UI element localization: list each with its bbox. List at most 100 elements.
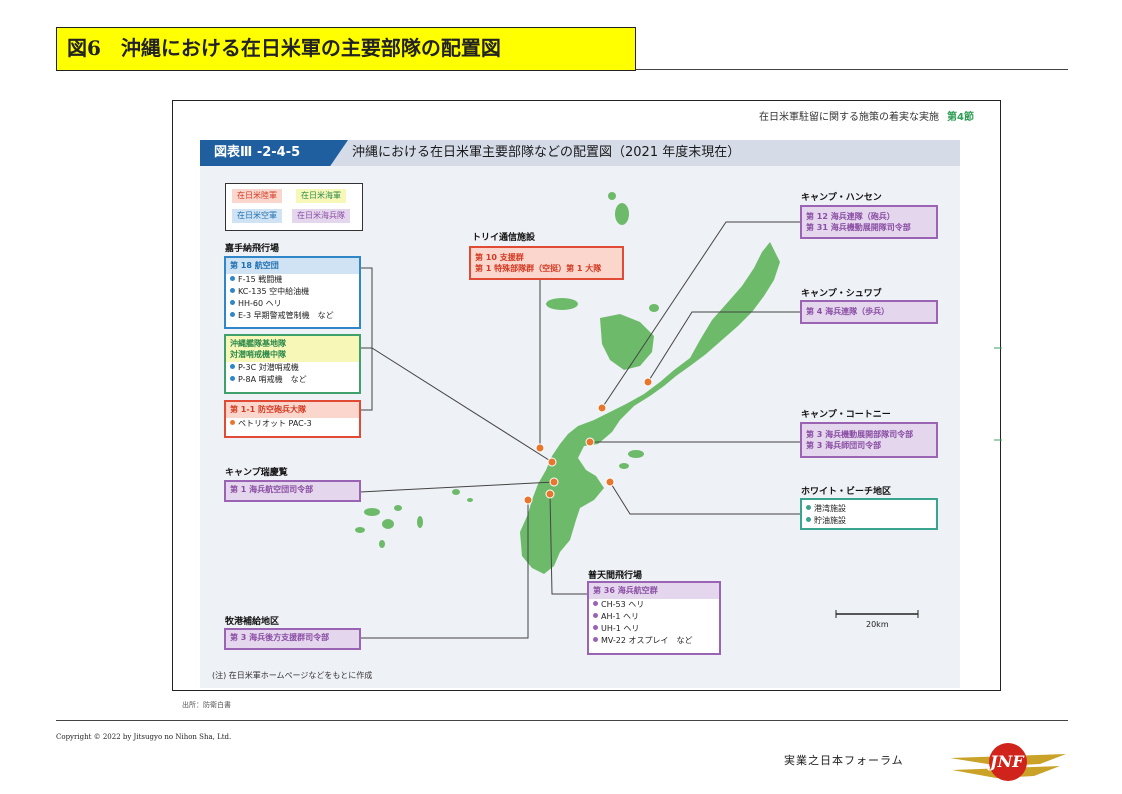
kadena-army-box: 第 1-1 防空砲兵大隊 ペトリオット PAC-3 bbox=[224, 400, 361, 438]
legend-navy: 在日米海軍 bbox=[296, 189, 346, 203]
futenma-item: CH-53 ヘリ bbox=[589, 599, 719, 611]
kadena-navy-unit-1: 沖縄艦隊基地隊 bbox=[230, 339, 286, 348]
leader-kadena-bracket bbox=[360, 267, 373, 411]
hansen-units: 第 12 海兵連隊（砲兵） 第 31 海兵機動展開隊司令部 bbox=[802, 207, 936, 237]
kerama-5 bbox=[379, 540, 385, 548]
hansen-unit-1: 第 12 海兵連隊（砲兵） bbox=[806, 212, 895, 221]
ie-island bbox=[546, 298, 578, 310]
island-east-2 bbox=[619, 463, 629, 469]
zukeran-label: キャンプ瑞慶覧 bbox=[225, 468, 288, 478]
zukeran-unit: 第 1 海兵航空団司令部 bbox=[226, 482, 359, 500]
leader-lines bbox=[359, 221, 800, 639]
futenma-item: MV-22 オスプレイ など bbox=[589, 635, 719, 647]
kadena-air-item: HH-60 ヘリ bbox=[226, 298, 359, 310]
island-north-1 bbox=[615, 203, 629, 225]
kadena-navy-box: 沖縄艦隊基地隊 対潜哨戒機中隊 P-3C 対潜哨戒機 P-8A 哨戒機 など bbox=[224, 334, 361, 394]
base-markers bbox=[523, 377, 653, 505]
white-beach-item: 港湾施設 bbox=[802, 503, 936, 515]
kerama-8 bbox=[467, 498, 473, 502]
scale-label: 20km bbox=[866, 620, 889, 629]
kerama-3 bbox=[355, 527, 365, 533]
copyright: Copyright © 2022 by Jitsugyo no Nihon Sh… bbox=[56, 733, 232, 741]
kadena-navy-unit: 沖縄艦隊基地隊 対潜哨戒機中隊 bbox=[226, 336, 359, 362]
kadena-air-item: F-15 戦闘機 bbox=[226, 274, 359, 286]
kerama-2 bbox=[382, 519, 394, 529]
kerama-1 bbox=[364, 508, 380, 516]
scale-bar bbox=[835, 610, 919, 618]
futenma-item: UH-1 ヘリ bbox=[589, 623, 719, 635]
white-beach-box: 港湾施設 貯油施設 bbox=[800, 498, 938, 530]
kadena-navy-unit-2: 対潜哨戒機中隊 bbox=[230, 350, 286, 359]
motobu-peninsula bbox=[600, 314, 654, 370]
hansen-label: キャンプ・ハンセン bbox=[801, 193, 882, 203]
kadena-air-box: 第 18 航空団 F-15 戦闘機 KC-135 空中給油機 HH-60 ヘリ … bbox=[224, 256, 361, 329]
hansen-box: 第 12 海兵連隊（砲兵） 第 31 海兵機動展開隊司令部 bbox=[800, 205, 938, 239]
legend: 在日米陸軍 在日米海軍 在日米空軍 在日米海兵隊 bbox=[225, 183, 363, 231]
white-beach-label: ホワイト・ビーチ地区 bbox=[801, 487, 892, 497]
kerama-4 bbox=[394, 505, 402, 511]
leader-kadena bbox=[360, 347, 553, 463]
white-beach-item: 貯油施設 bbox=[802, 515, 936, 527]
jnf-logo bbox=[950, 743, 1066, 781]
torii-box: 第 10 支援群 第 1 特殊部隊群（空挺）第 1 大隊 bbox=[469, 246, 624, 280]
kadena-air-unit: 第 18 航空団 bbox=[226, 258, 359, 274]
okinawa-main-island bbox=[520, 242, 780, 574]
leader-schwab bbox=[647, 311, 800, 383]
island-east-1 bbox=[628, 450, 644, 458]
futenma-box: 第 36 海兵航空群 CH-53 ヘリ AH-1 ヘリ UH-1 ヘリ MV-2… bbox=[587, 581, 721, 655]
publisher-name: 実業之日本フォーラム bbox=[784, 754, 904, 767]
leader-futenma bbox=[549, 493, 588, 595]
legend-air: 在日米空軍 bbox=[232, 209, 282, 223]
kadena-navy-item: P-3C 対潜哨戒機 bbox=[226, 362, 359, 374]
section-label: 第4節 bbox=[947, 112, 974, 123]
courtney-label: キャンプ・コートニー bbox=[801, 410, 891, 420]
figure-title: 沖縄における在日米軍主要部隊などの配置図（2021 年度末現在） bbox=[352, 145, 741, 160]
kadena-army-item: ペトリオット PAC-3 bbox=[226, 418, 359, 430]
torii-unit-2: 第 1 特殊部隊群（空挺）第 1 大隊 bbox=[475, 264, 602, 273]
figure-number: 図表Ⅲ -2-4-5 bbox=[200, 140, 348, 166]
kadena-air-item: E-3 早期警戒管制機 など bbox=[226, 310, 359, 322]
title-rule bbox=[636, 69, 1068, 70]
marker-futenma bbox=[545, 489, 555, 499]
island-north-2 bbox=[608, 192, 616, 200]
zukeran-box: 第 1 海兵航空団司令部 bbox=[224, 480, 361, 502]
torii-units: 第 10 支援群 第 1 特殊部隊群（空挺）第 1 大隊 bbox=[471, 248, 622, 278]
leader-hansen bbox=[601, 221, 800, 409]
courtney-unit-2: 第 3 海兵師団司令部 bbox=[806, 441, 882, 450]
document-header: 在日米軍駐留に関する施策の着実な実施第4節 bbox=[759, 108, 974, 123]
schwab-box: 第 4 海兵連隊（歩兵） bbox=[800, 300, 938, 324]
kadena-label: 嘉手納飛行場 bbox=[225, 244, 280, 254]
slide-title: 図6 沖縄における在日米軍の主要部隊の配置図 bbox=[56, 27, 636, 71]
jnf-logo-text: JNF bbox=[990, 752, 1024, 771]
marker-torii bbox=[535, 443, 545, 453]
torii-unit-1: 第 10 支援群 bbox=[475, 253, 524, 262]
marker-zukeran bbox=[549, 477, 559, 487]
leader-makiminato bbox=[360, 500, 529, 639]
futenma-label: 普天間飛行場 bbox=[588, 571, 643, 581]
makiminato-unit: 第 3 海兵後方支援群司令部 bbox=[226, 630, 359, 648]
kerama-7 bbox=[452, 489, 460, 495]
marker-white-beach bbox=[605, 477, 615, 487]
schwab-unit: 第 4 海兵連隊（歩兵） bbox=[802, 302, 936, 322]
makiminato-box: 第 3 海兵後方支援群司令部 bbox=[224, 628, 361, 650]
islands bbox=[355, 192, 780, 574]
leader-zukeran bbox=[359, 481, 555, 493]
kadena-army-unit: 第 1-1 防空砲兵大隊 bbox=[226, 402, 359, 418]
torii-label: トリイ通信施設 bbox=[472, 233, 536, 243]
marker-hansen bbox=[597, 403, 607, 413]
kadena-navy-item: P-8A 哨戒機 など bbox=[226, 374, 359, 386]
kerama-6 bbox=[417, 516, 423, 528]
marker-makiminato bbox=[523, 495, 533, 505]
courtney-units: 第 3 海兵機動展開部隊司令部 第 3 海兵師団司令部 bbox=[802, 424, 936, 456]
footer-rule bbox=[56, 720, 1068, 721]
marker-courtney bbox=[585, 437, 595, 447]
hansen-unit-2: 第 31 海兵機動展開隊司令部 bbox=[806, 223, 911, 232]
legend-army: 在日米陸軍 bbox=[232, 189, 282, 203]
futenma-unit: 第 36 海兵航空群 bbox=[589, 583, 719, 599]
futenma-item: AH-1 ヘリ bbox=[589, 611, 719, 623]
source-note: 出所：防衛白書 bbox=[182, 701, 231, 709]
courtney-box: 第 3 海兵機動展開部隊司令部 第 3 海兵師団司令部 bbox=[800, 422, 938, 458]
figure-note: (注) 在日米軍ホームページなどをもとに作成 bbox=[212, 671, 373, 680]
marker-schwab bbox=[643, 377, 653, 387]
